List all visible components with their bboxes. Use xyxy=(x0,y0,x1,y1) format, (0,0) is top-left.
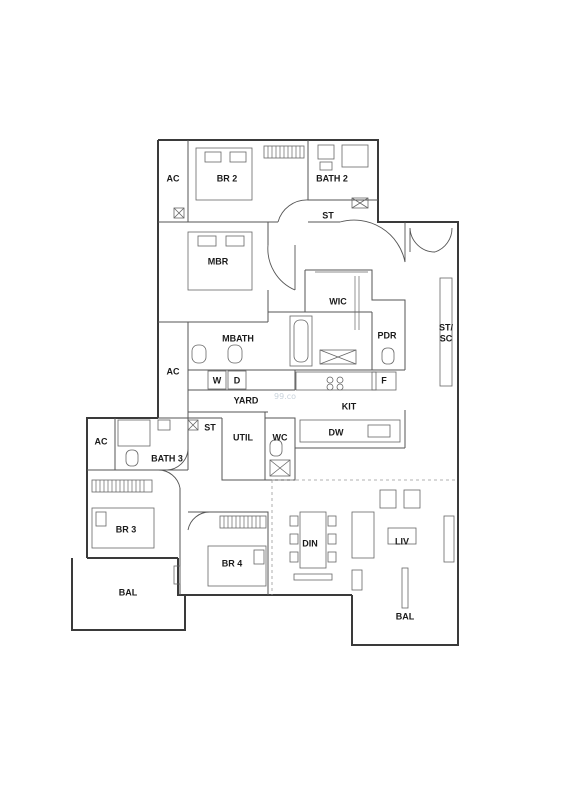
label-dw: DW xyxy=(329,427,344,437)
label-f: F xyxy=(381,375,387,385)
label-pdr: PDR xyxy=(377,330,397,340)
label-mbr: MBR xyxy=(208,256,229,266)
label-bal-left: BAL xyxy=(119,587,138,597)
room-labels: AC BR 2 BATH 2 ST MBR WIC PDR ST/ SC MBA… xyxy=(95,173,454,621)
outer-walls xyxy=(71,139,459,646)
label-ac-top: AC xyxy=(167,173,180,183)
label-mbath: MBATH xyxy=(222,333,254,343)
label-bal-right: BAL xyxy=(396,611,415,621)
label-ac-left: AC xyxy=(95,436,108,446)
label-liv: LIV xyxy=(395,536,409,546)
label-yard: YARD xyxy=(234,395,259,405)
label-ac-mid: AC xyxy=(167,366,180,376)
watermark-text: 99.co xyxy=(274,392,296,401)
label-util: UTIL xyxy=(233,432,253,442)
label-br2: BR 2 xyxy=(217,173,238,183)
label-bath2: BATH 2 xyxy=(316,173,348,183)
label-br4: BR 4 xyxy=(222,558,243,568)
label-st-top: ST xyxy=(322,210,334,220)
label-w: W xyxy=(213,375,222,385)
interior-walls xyxy=(87,140,458,595)
label-br3: BR 3 xyxy=(116,524,137,534)
label-st-sc-line1: ST/ xyxy=(439,322,454,332)
label-st-sc-line2: SC xyxy=(440,333,453,343)
label-d: D xyxy=(234,375,241,385)
fixtures xyxy=(91,144,455,609)
label-bath3: BATH 3 xyxy=(151,453,183,463)
label-wic: WIC xyxy=(329,296,347,306)
label-kit: KIT xyxy=(342,401,357,411)
door-swings xyxy=(157,199,453,531)
label-din: DIN xyxy=(302,538,318,548)
label-wc: WC xyxy=(273,432,288,442)
label-st-mid: ST xyxy=(204,422,216,432)
